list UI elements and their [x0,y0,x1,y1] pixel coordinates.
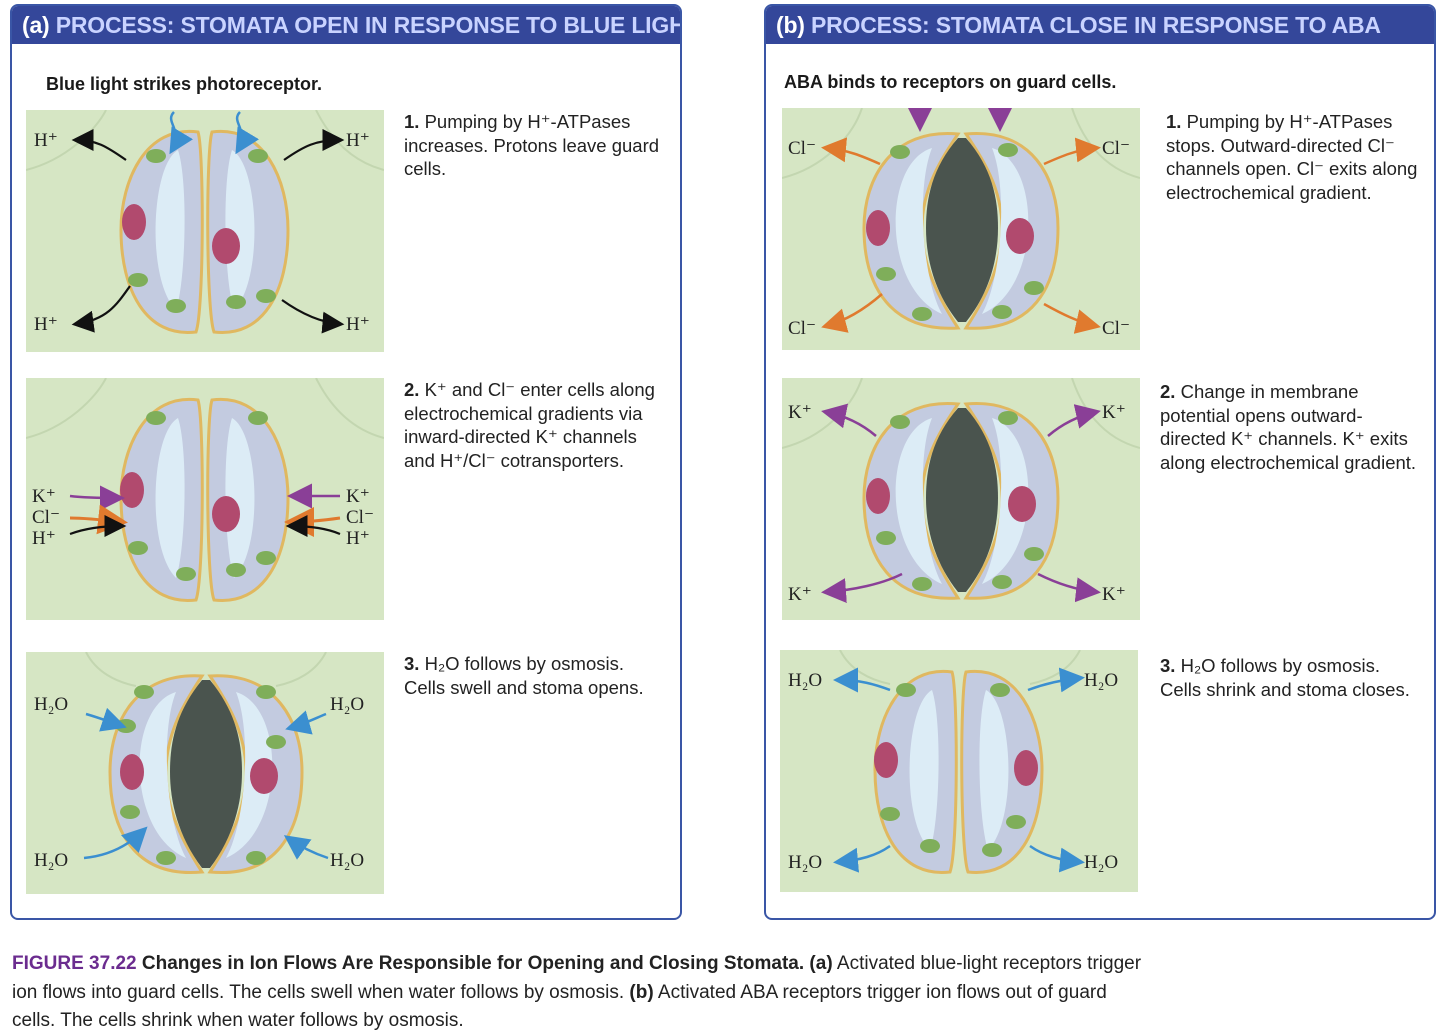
figure-title: Changes in Ion Flows Are Responsible for… [141,953,805,974]
panel-b: (b) PROCESS: STOMATA CLOSE IN RESPONSE T… [764,4,1436,920]
panel-a-intro: Blue light strikes photoreceptor. [46,74,323,94]
b2-k-label-br: K⁺ [1102,584,1126,605]
panel-b-header: (b) PROCESS: STOMATA CLOSE IN RESPONSE T… [766,6,1434,44]
b3-h2o-label-tr: H₂O [1084,670,1118,691]
panel-a-step-1: 1. Pumping by H⁺-ATPases increases. Prot… [404,110,666,181]
step-number: 3. [1160,655,1176,676]
step-text: Pumping by H⁺-ATPases increases. Protons… [404,111,660,179]
caption-a-text: Activated blue-light receptors trigger i… [12,953,1142,1003]
a2-k-label-left: K⁺ [32,486,56,507]
b2-k-label-bl: K⁺ [788,584,812,605]
panel-b-step-3: 3. H₂O follows by osmosis. Cells shrink … [1160,654,1422,701]
step-text: H₂O follows by osmosis. Cells swell and … [404,653,644,698]
figure-caption: FIGURE 37.22 Changes in Ion Flows Are Re… [12,950,1152,1036]
a1-h-label-br: H⁺ [346,314,370,335]
panel-a: (a) PROCESS: STOMATA OPEN IN RESPONSE TO… [10,4,682,920]
panel-a-header: (a) PROCESS: STOMATA OPEN IN RESPONSE TO… [12,6,680,44]
step-number: 2. [404,379,420,400]
panel-a-diagram-1: H⁺ H⁺ H⁺ H⁺ [26,110,384,352]
a2-h-label-right: H⁺ [346,528,370,549]
b1-cl-label-tr: Cl⁻ [1102,138,1130,159]
panel-b-diagram-2: K⁺ K⁺ K⁺ K⁺ [782,378,1140,620]
a2-cl-label-left: Cl⁻ [32,507,60,528]
caption-b-text: Activated ABA receptors trigger ion flow… [12,981,1107,1032]
step-text: K⁺ and Cl⁻ enter cells along electrochem… [404,379,655,471]
b1-cl-label-br: Cl⁻ [1102,318,1130,339]
a1-h-label-tl: H⁺ [34,130,58,151]
panel-b-diagram-3: H₂O H₂O H₂O H₂O [780,650,1138,892]
panel-a-step-2: 2. K⁺ and Cl⁻ enter cells along electroc… [404,378,666,472]
step-number: 3. [404,653,420,674]
panel-a-diagram-2: K⁺ Cl⁻ H⁺ K⁺ Cl⁻ H⁺ [26,378,384,620]
b3-h2o-label-tl: H₂O [788,670,822,691]
b3-h2o-label-br: H₂O [1084,852,1118,873]
b1-cl-label-bl: Cl⁻ [788,318,816,339]
panel-b-diagram-1: Cl⁻ Cl⁻ Cl⁻ Cl⁻ [782,108,1140,350]
b1-cl-label-tl: Cl⁻ [788,138,816,159]
panel-b-step-2: 2. Change in membrane potential opens ou… [1160,380,1422,474]
panel-b-step-1: 1. Pumping by H⁺-ATPases stops. Outward-… [1166,110,1428,204]
step-text: Pumping by H⁺-ATPases stops. Outward-dir… [1166,111,1418,203]
b2-k-label-tr: K⁺ [1102,402,1126,423]
b2-k-label-tl: K⁺ [788,402,812,423]
a1-h-label-tr: H⁺ [346,130,370,151]
a2-h-label-left: H⁺ [32,528,56,549]
step-number: 1. [1166,111,1182,132]
a3-h2o-label-tl: H₂O [34,694,68,715]
panel-a-step-3: 3. H₂O follows by osmosis. Cells swell a… [404,652,666,699]
panel-b-tag: (b) [776,12,805,38]
step-text: H₂O follows by osmosis. Cells shrink and… [1160,655,1410,700]
panel-a-diagram-3: H₂O H₂O H₂O H₂O [26,652,384,894]
panel-b-title: PROCESS: STOMATA CLOSE IN RESPONSE TO AB… [810,12,1381,38]
a3-h2o-label-tr: H₂O [330,694,364,715]
panel-a-title: PROCESS: STOMATA OPEN IN RESPONSE TO BLU… [55,12,680,38]
panel-a-tag: (a) [22,12,50,38]
a2-cl-label-right: Cl⁻ [346,507,374,528]
step-number: 2. [1160,381,1176,402]
step-number: 1. [404,111,420,132]
step-text: Change in membrane potential opens outwa… [1160,381,1417,473]
a3-h2o-label-bl: H₂O [34,850,68,871]
panel-b-intro: ABA binds to receptors on guard cells. [784,72,1117,92]
a3-h2o-label-br: H₂O [330,850,364,871]
caption-b-label: (b) [629,981,654,1003]
a2-k-label-right: K⁺ [346,486,370,507]
b3-h2o-label-bl: H₂O [788,852,822,873]
figure-number: FIGURE 37.22 [12,953,137,974]
caption-a-label: (a) [809,953,833,974]
a1-h-label-bl: H⁺ [34,314,58,335]
